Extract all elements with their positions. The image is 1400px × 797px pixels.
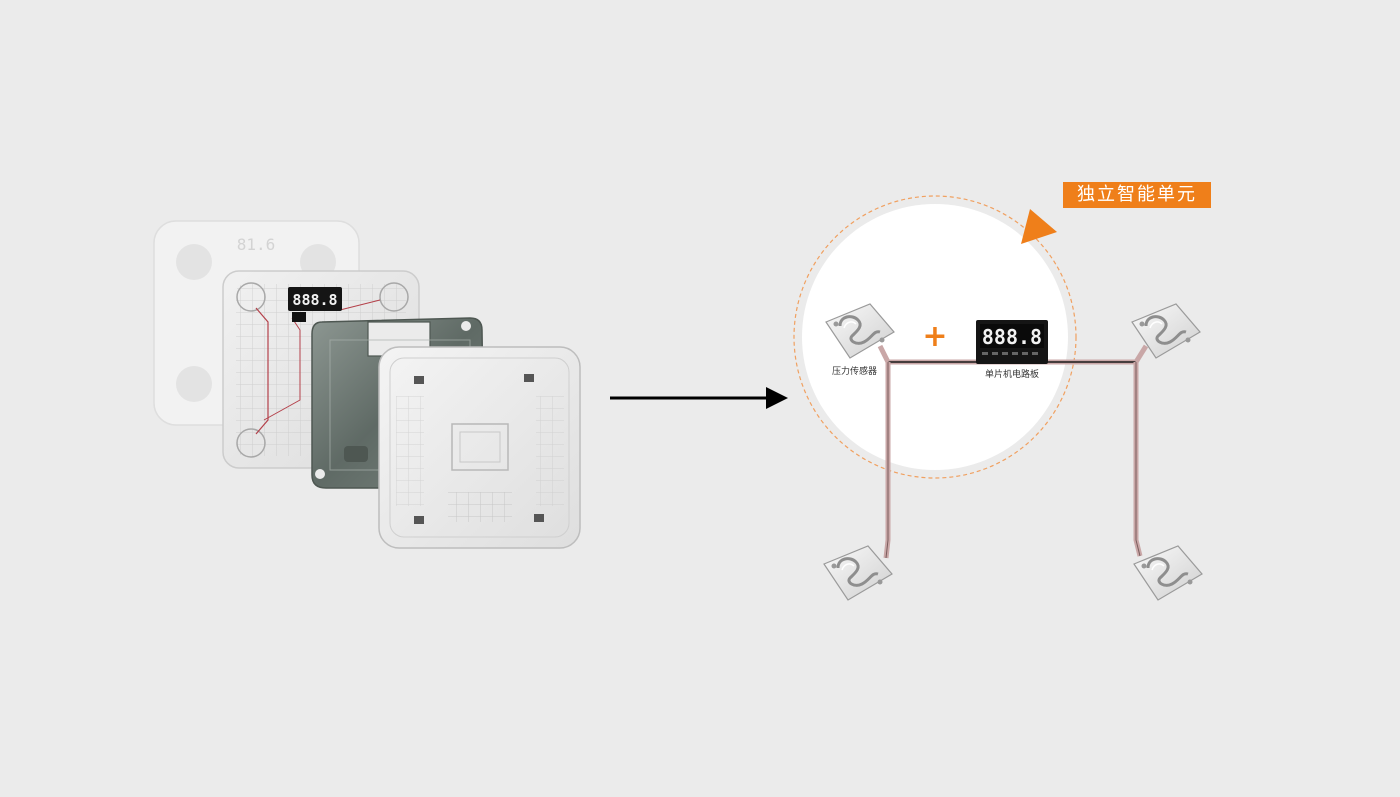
smart-unit-tag: 独立智能单元 (1063, 182, 1211, 208)
electrode-bottom-left (176, 366, 212, 402)
svg-text:888.8: 888.8 (292, 291, 337, 309)
mcu-board: 888.8 (976, 320, 1048, 364)
plus-icon: + (922, 319, 947, 354)
load-sensor-bottom-right (1132, 544, 1204, 602)
tray-display-board: 888.8 (288, 287, 342, 311)
triangle-pointer-icon (1021, 209, 1057, 244)
board-caption: 单片机电路板 (985, 370, 1040, 380)
smart-unit-diagram: + 888.8 (793, 195, 1204, 602)
highlight-circle (802, 204, 1068, 470)
scale-reading: 81.6 (237, 235, 276, 254)
electrode-top-left (176, 244, 212, 280)
exploded-scale-assembly: 81.6 888.8 (153, 220, 581, 549)
sensor-caption: 压力传感器 (832, 367, 878, 377)
mcu-display: 888.8 (982, 325, 1042, 349)
arrow-right-icon (610, 387, 788, 409)
load-sensor-bottom-left (822, 544, 894, 602)
highlight-dashed-circle (793, 195, 1077, 479)
bottom-cover-layer (378, 346, 581, 549)
